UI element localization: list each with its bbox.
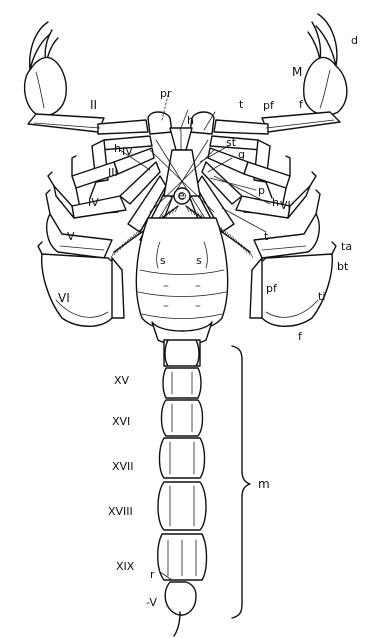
label-m: m [258, 477, 270, 491]
label-r: r [150, 568, 155, 581]
label-V: V [67, 230, 75, 243]
label-VI: VI [58, 291, 70, 305]
label-h-vi-sub: VI [280, 199, 291, 212]
label-f-bottom: f [298, 330, 303, 343]
label-IV: IV [88, 196, 99, 209]
label-ti: ti [318, 290, 325, 303]
label-bt: bt [337, 260, 349, 273]
label-XVI: XVI [112, 415, 130, 428]
label-st: st [226, 136, 237, 149]
label-t-mid: t [264, 230, 269, 243]
brace-m [232, 346, 250, 618]
label-h: h [187, 114, 194, 127]
left-pedipalp [25, 22, 148, 134]
label-s-left: s [160, 254, 166, 267]
label-pf-bottom: pf [266, 282, 278, 295]
metasoma-tail [158, 340, 207, 636]
mesosoma [136, 218, 227, 345]
label-ta: ta [341, 240, 352, 253]
label-V-tail: -V [146, 596, 157, 609]
label-III: III [108, 166, 118, 179]
label-XV: XV [114, 374, 130, 387]
pecten-tooth [250, 252, 253, 258]
pecten-tooth [111, 252, 114, 258]
label-II: II [90, 98, 97, 112]
label-g: g [238, 148, 245, 161]
label-XVII: XVII [112, 460, 134, 473]
label-t-top: t [239, 98, 244, 111]
label-h-iv: h [114, 142, 121, 155]
label-h-vi: h [272, 196, 279, 209]
label-h-iv-sub: IV [122, 145, 133, 158]
label-XIX: XIX [116, 560, 135, 573]
label-e: e [178, 189, 185, 202]
label-d: d [351, 34, 358, 47]
label-M: M [292, 65, 302, 79]
label-pr: pr [160, 87, 172, 100]
label-f-top: f [299, 98, 304, 111]
label-pf-top: pf [263, 99, 275, 112]
label-XVIII: XVIII [108, 505, 133, 518]
right-pedipalp [214, 14, 347, 134]
label-p: p [258, 184, 265, 197]
prosoma-front [148, 112, 214, 150]
label-s-right: s [196, 254, 202, 267]
